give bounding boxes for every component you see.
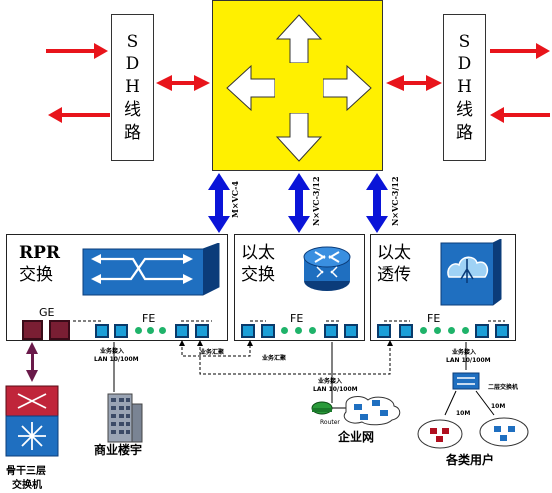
ge-uplink-arrow	[26, 342, 38, 382]
l2switch-note: 二层交换机	[488, 384, 519, 391]
ge-label: GE	[39, 306, 55, 319]
cascade-note: 业务汇聚	[262, 355, 287, 362]
fe-port	[175, 324, 189, 338]
fe-port	[95, 324, 109, 338]
fe-port	[495, 324, 509, 338]
ethsw-title-sub: 交换	[241, 265, 275, 285]
fe-label: FE	[142, 312, 156, 325]
lan-note: 业务接入	[100, 348, 125, 355]
link-label-vc4: M×VC-4	[230, 180, 240, 218]
rpr-switch-panel: RPR 交换 GE FE	[6, 234, 228, 341]
building-icon	[107, 393, 143, 443]
red-arrow-right	[386, 43, 550, 123]
rpr-title: RPR	[19, 243, 61, 263]
fe-label: FE	[427, 312, 441, 325]
fe-label: FE	[290, 312, 304, 325]
building-caption: 商业楼宇	[94, 443, 143, 457]
l2-switch-icon	[452, 372, 480, 390]
fe-port	[399, 324, 413, 338]
link-label-vc3-right: N×VC-3/12	[390, 176, 400, 226]
ge-port	[22, 320, 43, 340]
cascade-dashed-lines	[72, 320, 505, 375]
access-lines	[113, 342, 495, 416]
fe-port	[241, 324, 255, 338]
sdh-line-right: S D H 线 路	[443, 14, 486, 161]
link-label-vc3-mid: N×VC-3/12	[311, 176, 321, 226]
ethtr-title-sub: 透传	[377, 265, 411, 285]
ethernet-switch-panel: 以太 交换 FE	[234, 234, 365, 341]
bandwidth-note: 10M	[491, 403, 506, 410]
fe-port	[475, 324, 489, 338]
sdh-right-char: 线	[456, 99, 473, 120]
core-switch-icon	[5, 385, 59, 457]
router-note: Router	[320, 419, 340, 426]
sdh-line-left: S D H 线 路	[111, 14, 154, 161]
sdh-right-char: H	[457, 77, 472, 98]
port-ellipsis-dot	[135, 327, 142, 334]
blue-arrow-vertical	[208, 173, 388, 233]
fe-port	[114, 324, 128, 338]
users-caption: 各类用户	[446, 453, 495, 467]
lan-note: 业务接入	[452, 349, 477, 356]
port-ellipsis-dot	[309, 327, 316, 334]
sdh-right-char: S	[458, 31, 471, 52]
port-ellipsis-dot	[281, 327, 288, 334]
sdh-left-char: S	[126, 31, 139, 52]
port-ellipsis-dot	[434, 327, 441, 334]
port-ellipsis-dot	[448, 327, 455, 334]
sdh-left-char: 路	[124, 122, 141, 143]
core-switch-caption: 交换机	[12, 480, 42, 491]
core-switch-caption: 骨干三层	[6, 466, 46, 477]
fe-port	[377, 324, 391, 338]
rpr-switch-icon	[82, 243, 220, 296]
four-way-arrow-icon	[226, 14, 372, 162]
sdh-left-char: H	[125, 77, 140, 98]
enterprise-caption: 企业网	[338, 430, 375, 444]
cascade-note: 业务汇聚	[200, 349, 225, 356]
port-ellipsis-dot	[147, 327, 154, 334]
lan-note: LAN 10/100M	[313, 386, 358, 393]
ethernet-transparent-panel: 以太 透传 FE	[370, 234, 516, 341]
port-ellipsis-dot	[420, 327, 427, 334]
sdh-left-char: 线	[124, 99, 141, 120]
lan-note: LAN 10/100M	[446, 357, 491, 364]
port-ellipsis-dot	[295, 327, 302, 334]
cross-connect-matrix	[212, 0, 383, 171]
rpr-title-sub: 交换	[19, 265, 53, 285]
sdh-left-char: D	[125, 54, 140, 75]
bandwidth-note: 10M	[456, 410, 471, 417]
lan-note: LAN 10/100M	[94, 356, 139, 363]
fe-port	[324, 324, 338, 338]
router-icon	[303, 246, 351, 291]
port-ellipsis-dot	[159, 327, 166, 334]
users-network-icon	[417, 417, 529, 449]
ge-port	[49, 320, 70, 340]
sdh-right-char: 路	[456, 122, 473, 143]
fe-port	[344, 324, 358, 338]
fe-port	[261, 324, 275, 338]
enterprise-network-icon	[311, 396, 401, 426]
port-ellipsis-dot	[462, 327, 469, 334]
sdh-right-char: D	[457, 54, 472, 75]
lan-note: 业务接入	[318, 378, 343, 385]
ethtr-title: 以太	[377, 243, 411, 263]
red-arrow-left	[46, 43, 210, 123]
fe-port	[195, 324, 209, 338]
transparent-transport-icon	[440, 239, 502, 306]
ethsw-title: 以太	[241, 243, 275, 263]
